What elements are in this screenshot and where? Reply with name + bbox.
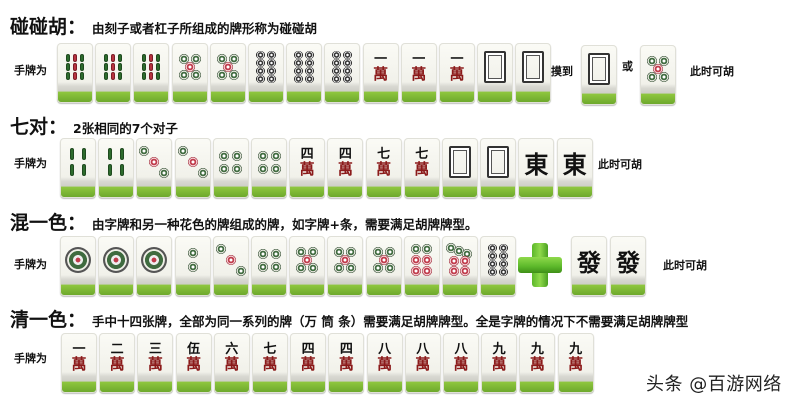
section-heading: 清一色： 手中十四张牌，全部为同一系列的牌（万 筒 条）需要满足胡牌牌型。全是字… — [10, 305, 688, 332]
section-heading: 混一色： 由字牌和另一种花色的牌组成的牌，如字牌+条，需要满足胡牌牌型。 — [10, 208, 478, 235]
tile-east-wind: 東 — [556, 138, 593, 198]
tile-east-wind: 東 — [518, 138, 555, 198]
tile-3-circle — [212, 236, 249, 296]
result-label: 此时可胡 — [690, 65, 734, 78]
tile-8-circle — [480, 236, 517, 296]
tile-4-circle — [251, 236, 287, 296]
section-title: 清一色： — [10, 309, 87, 331]
section-heading: 七对： 2张相同的7个对子 — [10, 112, 178, 139]
tile-2-circle — [174, 236, 211, 296]
tile-6-circle — [403, 236, 440, 296]
tile-1-wan: 一萬 — [400, 43, 437, 103]
tile-green-dragon: 發 — [610, 236, 646, 296]
tile-1-wan: 一萬 — [61, 333, 97, 393]
tile-4-wan: 四萬 — [290, 333, 327, 393]
tile-9-bamboo — [95, 43, 132, 103]
tile-3-wan: 三萬 — [137, 333, 174, 393]
tile-white-dragon — [581, 45, 617, 105]
tile-7-wan: 七萬 — [365, 138, 402, 198]
tile-5-circle — [327, 236, 364, 296]
tile-9-wan: 九萬 — [557, 333, 594, 393]
hand-label: 手牌为 — [14, 258, 47, 271]
tile-5-wan: 伍萬 — [175, 333, 212, 393]
tile-5-circle — [289, 236, 326, 296]
or-label: 或 — [622, 60, 633, 73]
section-title: 碰碰胡： — [10, 16, 87, 38]
section-heading: 碰碰胡： 由刻子或者杠子所组成的牌形称为碰碰胡 — [10, 12, 317, 39]
hand-label: 手牌为 — [14, 352, 47, 365]
tile-5-circle — [209, 43, 246, 103]
tile-2-wan: 二萬 — [99, 333, 136, 393]
tile-3-circle — [136, 138, 173, 198]
tile-9-wan: 九萬 — [481, 333, 518, 393]
tile-4-bamboo — [60, 138, 96, 198]
tile-9-bamboo — [57, 43, 93, 103]
tile-5-circle — [171, 43, 208, 103]
hand-label: 手牌为 — [14, 64, 47, 77]
tile-9-bamboo — [133, 43, 170, 103]
tile-1-circle — [98, 236, 135, 296]
tile-8-wan: 八萬 — [443, 333, 479, 393]
tile-7-circle — [442, 236, 478, 296]
draw-label: 摸到 — [551, 65, 573, 78]
result-label: 此时可胡 — [663, 259, 707, 272]
hand-label: 手牌为 — [14, 157, 47, 170]
tile-4-bamboo — [98, 138, 135, 198]
section-description: 2张相同的7个对子 — [73, 121, 178, 136]
tile-5-circle — [640, 45, 676, 105]
tile-1-wan: 一萬 — [439, 43, 475, 103]
section-title: 七对： — [10, 116, 68, 138]
tile-white-dragon — [515, 43, 552, 103]
tile-8-circle — [286, 43, 323, 103]
tile-white-dragon — [477, 43, 514, 103]
result-label: 此时可胡 — [598, 158, 642, 171]
tile-8-circle — [248, 43, 284, 103]
tile-white-dragon — [480, 138, 517, 198]
section-title: 混一色： — [10, 212, 87, 234]
tile-8-wan: 八萬 — [366, 333, 403, 393]
tile-7-wan: 七萬 — [403, 138, 440, 198]
tile-8-circle — [324, 43, 361, 103]
tile-white-dragon — [442, 138, 478, 198]
tile-9-wan: 九萬 — [519, 333, 556, 393]
tile-4-wan: 四萬 — [327, 138, 364, 198]
section-description: 由字牌和另一种花色的牌组成的牌，如字牌+条，需要满足胡牌牌型。 — [92, 217, 478, 232]
tile-4-wan: 四萬 — [289, 138, 326, 198]
tile-1-wan: 一萬 — [362, 43, 399, 103]
tile-4-wan: 四萬 — [328, 333, 365, 393]
tile-7-wan: 七萬 — [252, 333, 288, 393]
tile-green-dragon: 發 — [571, 236, 607, 296]
tile-3-circle — [174, 138, 211, 198]
section-description: 由刻子或者杠子所组成的牌形称为碰碰胡 — [92, 21, 318, 36]
tile-6-wan: 六萬 — [213, 333, 250, 393]
watermark: 头条 @百游网络 — [646, 374, 782, 395]
tile-5-circle — [365, 236, 402, 296]
tile-1-circle — [60, 236, 96, 296]
tile-4-circle — [251, 138, 287, 198]
tile-8-wan: 八萬 — [404, 333, 441, 393]
plus-icon — [518, 243, 562, 287]
tile-1-circle — [136, 236, 173, 296]
section-description: 手中十四张牌，全部为同一系列的牌（万 筒 条）需要满足胡牌牌型。全是字牌的情况下… — [92, 314, 689, 329]
tile-4-circle — [212, 138, 249, 198]
